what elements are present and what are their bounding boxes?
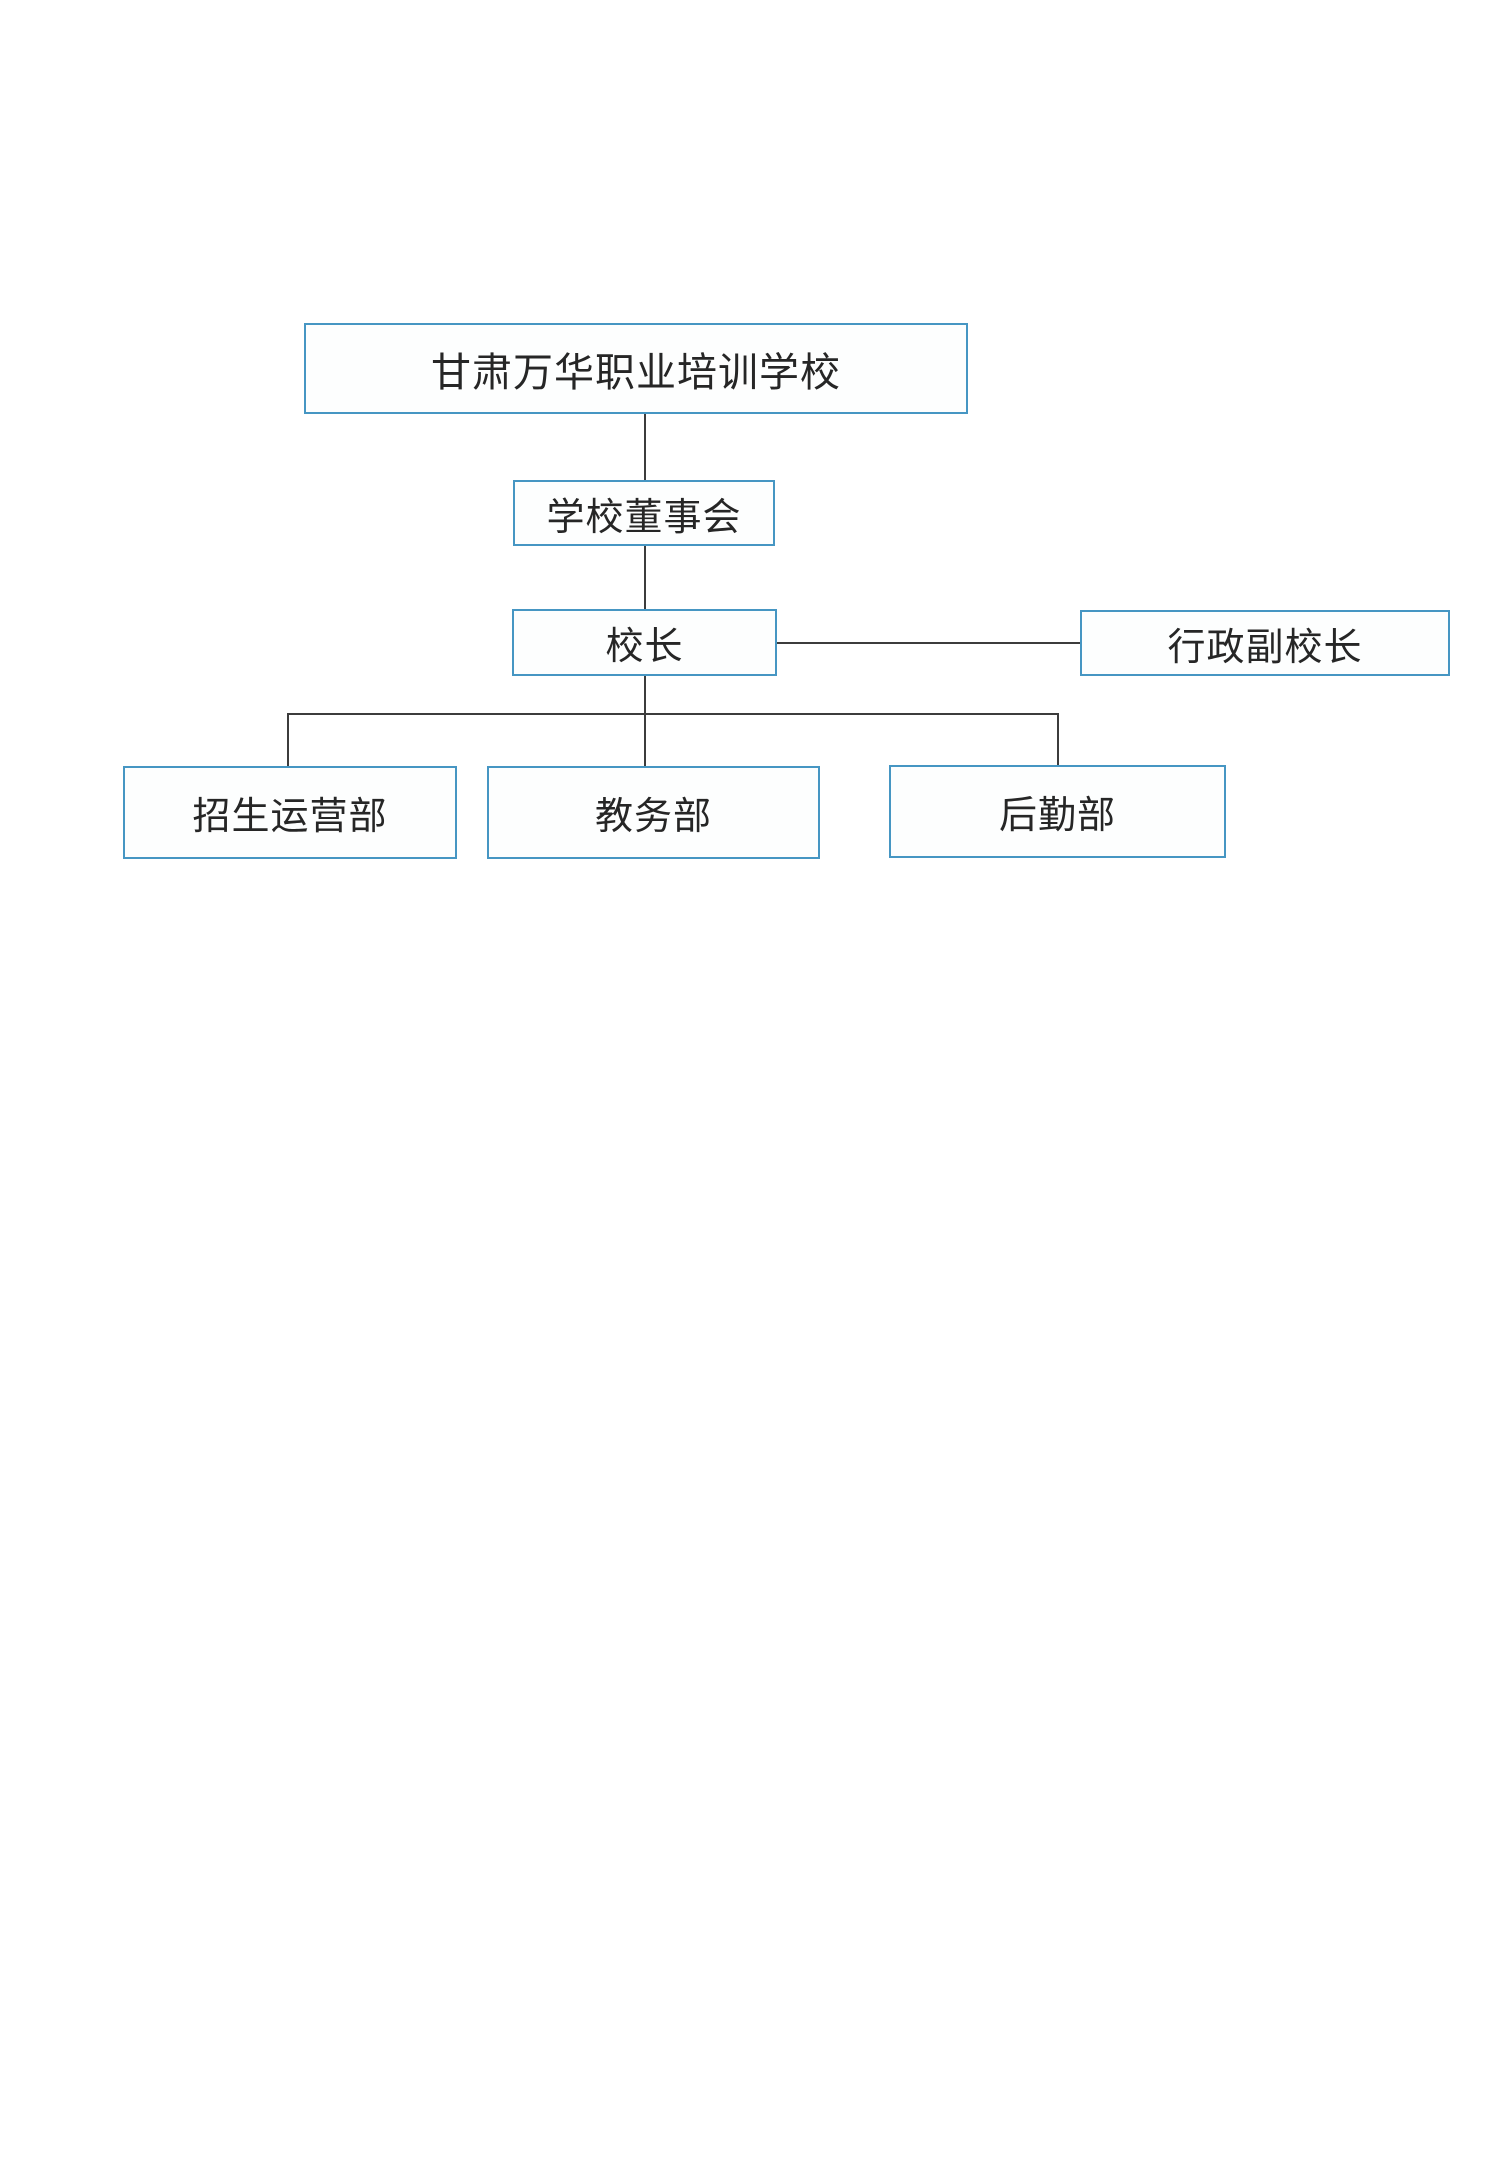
node-academic-dept: 教务部	[487, 766, 820, 859]
connector-branch-rail	[287, 713, 1059, 715]
node-admissions-dept: 招生运营部	[123, 766, 457, 859]
connector-drop-admissions	[287, 713, 289, 767]
node-vice-principal-label: 行政副校长	[1167, 626, 1363, 669]
node-logistics-dept-label: 后勤部	[998, 795, 1116, 837]
connector-drop-logistics	[1057, 713, 1059, 766]
node-vice-principal: 行政副校长	[1080, 610, 1450, 676]
node-principal: 校长	[512, 609, 777, 676]
node-academic-dept-label: 教务部	[594, 796, 712, 838]
node-board: 学校董事会	[513, 480, 775, 546]
connector-principal-stem	[644, 676, 646, 714]
connector-school-board	[644, 414, 646, 480]
node-school-label: 甘肃万华职业培训学校	[431, 350, 841, 395]
connector-drop-academic	[644, 713, 646, 767]
node-board-label: 学校董事会	[546, 496, 742, 539]
node-school: 甘肃万华职业培训学校	[304, 323, 968, 414]
connector-board-principal	[644, 546, 646, 609]
node-logistics-dept: 后勤部	[889, 765, 1226, 858]
node-admissions-dept-label: 招生运营部	[192, 796, 388, 838]
connector-principal-vice	[777, 642, 1080, 644]
node-principal-label: 校长	[605, 626, 684, 668]
